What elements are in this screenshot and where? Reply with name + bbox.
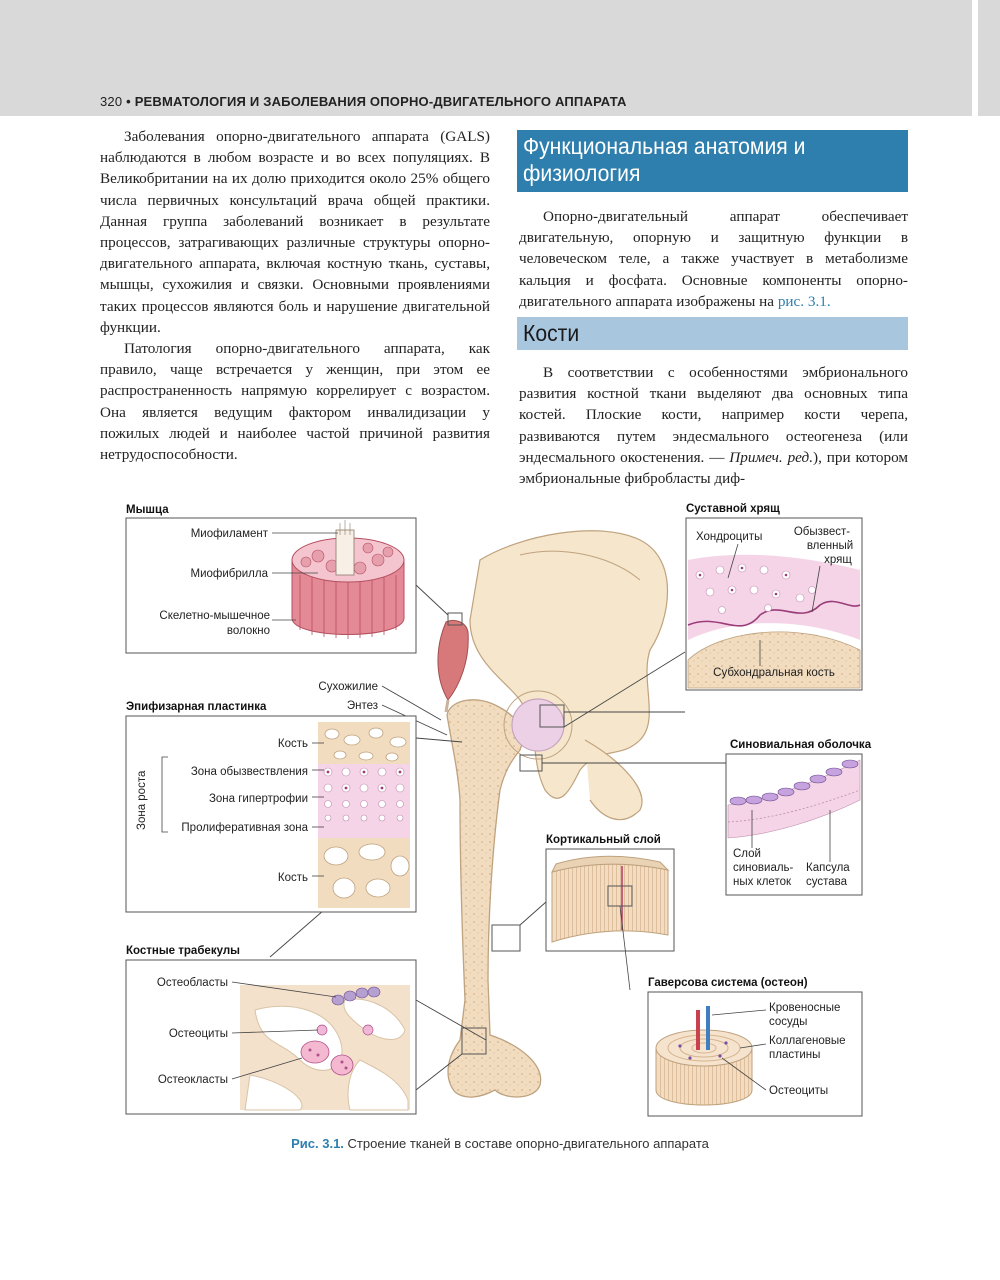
label-synovial-layer-3: ных клеток (733, 876, 792, 888)
label-proliferative-zone: Пролиферативная зона (181, 822, 308, 834)
connector-lines (269, 584, 726, 1091)
trabeculae-title: Костные трабекулы (126, 945, 240, 957)
subheading: Кости (523, 320, 580, 346)
caption-label: Рис. 3.1. (291, 1136, 344, 1151)
label-vessels-2: сосуды (769, 1016, 807, 1028)
femur-shape (446, 690, 573, 1098)
figure-caption: Рис. 3.1. Строение тканей в составе опор… (0, 1136, 1000, 1151)
synovial-illustration (727, 759, 861, 839)
label-osteocytes: Остеоциты (169, 1028, 228, 1040)
label-hypertrophy-zone: Зона гипертрофии (209, 793, 308, 805)
haversian-title: Гаверсова система (остеон) (648, 977, 808, 989)
right-column-bottom: В соответствии с особенностями эмбрионал… (519, 362, 908, 489)
label-calcified-1: Обызвест- (794, 526, 850, 538)
label-capsule-1: Капсула (806, 862, 850, 874)
subheading-box: Кости (517, 317, 908, 350)
label-osteoclasts: Остеокласты (158, 1074, 228, 1086)
header-band (0, 0, 972, 116)
right-paragraph-1: Опорно-двигательный аппарат обеспечивает… (519, 206, 908, 312)
trabeculae-illustration (240, 985, 410, 1111)
left-paragraph-2: Патология опорно-двигательного аппарата,… (100, 340, 490, 464)
label-myofibril: Миофибрилла (190, 568, 268, 580)
page-number: 320 (100, 94, 123, 109)
label-fiber-2: волокно (227, 625, 270, 637)
label-bone-bottom: Кость (278, 872, 308, 884)
header-bullet: • (126, 94, 131, 109)
right-paragraph-1-text: Опорно-двигательный аппарат обеспечивает… (519, 208, 908, 310)
label-bone-top: Кость (278, 738, 308, 750)
label-collagen-2: пластины (769, 1049, 820, 1061)
label-calcified-2: вленный (807, 540, 853, 552)
label-myofilament: Миофиламент (191, 528, 269, 540)
header-side-band (978, 0, 1000, 116)
epiphyseal-illustration (318, 722, 410, 908)
label-vessels-1: Кровеносные (769, 1002, 840, 1014)
label-tendon: Сухожилие (318, 681, 378, 693)
editor-note: Примеч. ред. (729, 448, 814, 466)
pelvis-shape (469, 530, 669, 821)
left-paragraph-1: Заболевания опорно-двигательного аппарат… (100, 128, 490, 336)
label-synovial-layer-2: синовиаль- (733, 862, 794, 874)
right-paragraph-2-text: В соответствии с особенностями эмбрионал… (519, 364, 908, 466)
figure-link[interactable]: рис. 3.1. (777, 292, 831, 310)
section-heading-box: Функциональная анатомия и физиология (517, 130, 908, 192)
label-osteoblasts: Остеобласты (157, 977, 228, 989)
label-subchondral: Субхондральная кость (713, 667, 835, 679)
cartilage-illustration (687, 554, 861, 689)
label-calcified-3: хрящ (824, 554, 852, 566)
epiphyseal-title: Эпифизарная пластинка (126, 701, 267, 713)
synovial-title: Синовиальная оболочка (730, 739, 872, 751)
label-fiber-1: Скелетно-мышечное (159, 610, 270, 622)
caption-text: Строение тканей в составе опорно-двигате… (343, 1136, 709, 1151)
label-growth-zone: Зона роста (136, 770, 148, 830)
label-calcification-zone: Зона обызвествления (191, 766, 308, 778)
running-title: РЕВМАТОЛОГИЯ И ЗАБОЛЕВАНИЯ ОПОРНО-ДВИГАТ… (134, 94, 627, 109)
muscle-title: Мышца (126, 504, 169, 516)
running-header: 320 • РЕВМАТОЛОГИЯ И ЗАБОЛЕВАНИЯ ОПОРНО-… (100, 94, 627, 109)
cortical-illustration (551, 855, 670, 943)
haversian-illustration (655, 1006, 753, 1106)
label-enthesis: Энтез (347, 700, 378, 712)
label-chondrocytes: Хондроциты (696, 531, 762, 543)
right-paragraph-2: В соответствии с особенностями эмбрионал… (519, 362, 908, 489)
section-heading: Функциональная анатомия и физиология (523, 133, 806, 186)
muscle-bundle-illustration (291, 520, 405, 639)
right-column-top: Опорно-двигательный аппарат обеспечивает… (519, 206, 908, 312)
label-haversian-osteocytes: Остеоциты (769, 1085, 828, 1097)
right-paragraph-2-tail: ), при котором эмбриональные фибробласты… (519, 448, 908, 488)
muscle-shape (437, 612, 469, 713)
cortical-title: Кортикальный слой (546, 834, 661, 846)
label-capsule-2: сустава (806, 876, 848, 888)
cartilage-title: Суставной хрящ (686, 503, 780, 515)
left-column: Заболевания опорно-двигательного аппарат… (100, 126, 490, 465)
label-collagen-1: Коллагеновые (769, 1035, 846, 1047)
label-synovial-layer-1: Слой (733, 848, 761, 860)
